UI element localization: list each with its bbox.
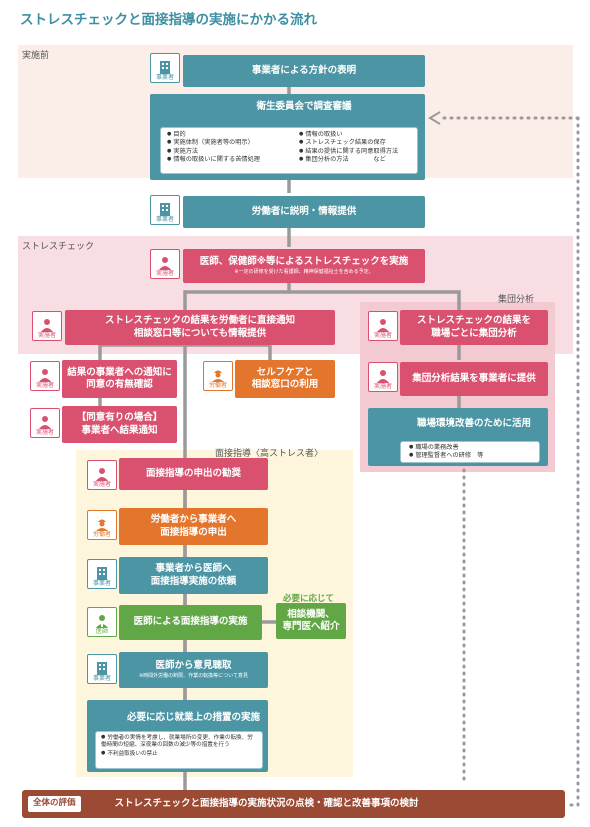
section-group-label: 集団分析	[498, 295, 535, 305]
role-doctor: 医師	[87, 607, 117, 637]
role-implementer: 実施者	[32, 311, 62, 341]
step-overall-evaluation: 全体の評価 ストレスチェックと面接指導の実施状況の点検・確認と改善事項の検討	[22, 790, 565, 818]
step-notify-employer: 【同意有りの場合】 事業者へ結果通知	[62, 406, 177, 443]
step-request-doctor: 事業者から医師へ 面接指導実施の依頼	[119, 557, 268, 594]
overall-evaluation-label: 全体の評価	[28, 796, 81, 812]
person-icon	[96, 468, 108, 481]
role-worker: 労働者	[87, 510, 117, 540]
building-icon	[97, 662, 107, 675]
person-icon	[41, 319, 53, 332]
role-implementer: 実施者	[87, 460, 117, 490]
doctor-icon	[96, 615, 108, 628]
step-notify-worker: ストレスチェックの結果を労働者に直接通知 相談窓口等についても情報提供	[65, 310, 335, 345]
role-implementer: 実施者	[368, 362, 398, 392]
step-provide-analysis: 集団分析結果を事業者に提供	[400, 362, 548, 396]
building-icon	[97, 567, 107, 580]
step-conduct-interview: 医師による面接指導の実施	[119, 605, 262, 640]
step-group-analysis: ストレスチェックの結果を 職場ごとに集団分析	[400, 310, 548, 345]
building-icon	[160, 61, 170, 74]
person-icon	[39, 416, 51, 429]
section-pre-label: 実施前	[22, 51, 50, 61]
worker-icon	[212, 370, 224, 382]
person-icon	[377, 370, 389, 383]
step-self-care: セルフケアと 相談窓口の利用	[235, 360, 335, 398]
role-implementer: 実施者	[30, 361, 60, 391]
committee-notes: 目的 実施体制（実施者等の明示） 実施方法 情報の取扱いに関する苦情処理 情報の…	[160, 127, 418, 174]
section-check-label: ストレスチェック	[22, 242, 95, 252]
improve-notes: 職場の業務改善 管理監督者への研修 等	[400, 441, 540, 463]
step-request-interview: 労働者から事業者へ 面接指導の申出	[119, 508, 268, 545]
person-icon	[159, 257, 171, 270]
section-interview-label: 面接指導〈高ストレス者〉	[215, 449, 324, 459]
step-recommend-interview: 面接指導の申出の勧奨	[119, 458, 268, 490]
page-title: ストレスチェックと面接指導の実施にかかる流れ	[20, 12, 317, 28]
step-explain: 労働者に説明・情報提供	[183, 196, 425, 228]
person-icon	[377, 319, 389, 332]
worker-icon	[96, 519, 108, 531]
role-employer: 事業者	[87, 654, 117, 684]
step-policy: 事業者による方針の表明	[183, 55, 425, 87]
role-employer: 事業者	[150, 53, 180, 83]
role-implementer: 実施者	[368, 311, 398, 341]
role-implementer: 実施者	[30, 408, 60, 438]
overall-evaluation-text: ストレスチェックと面接指導の実施状況の点検・確認と改善事項の検討	[114, 797, 419, 809]
building-icon	[160, 203, 170, 216]
step-consent-check: 結果の事業者への通知に 同意の有無確認	[62, 360, 177, 398]
person-icon	[39, 369, 51, 382]
referral-label: 必要に応じて	[283, 594, 335, 604]
role-implementer: 実施者	[150, 249, 180, 279]
role-employer: 事業者	[150, 195, 180, 225]
step-stress-check: 医師、保健師※等によるストレスチェックを実施 ※一定の研修を受けた看護師、精神保…	[183, 249, 425, 283]
step-hear-opinion: 医師から意見聴取 ※時間外労働の制限、作業の転換等について意見	[119, 652, 268, 688]
role-worker: 労働者	[203, 361, 233, 391]
role-employer: 事業者	[87, 559, 117, 589]
step-referral: 相談機関、 専門医へ紹介	[276, 603, 346, 639]
measures-notes: 労働者の実情を考慮し、就業場所の変更、作業の転換、労働時間の短縮、深夜業の回数の…	[95, 731, 263, 769]
